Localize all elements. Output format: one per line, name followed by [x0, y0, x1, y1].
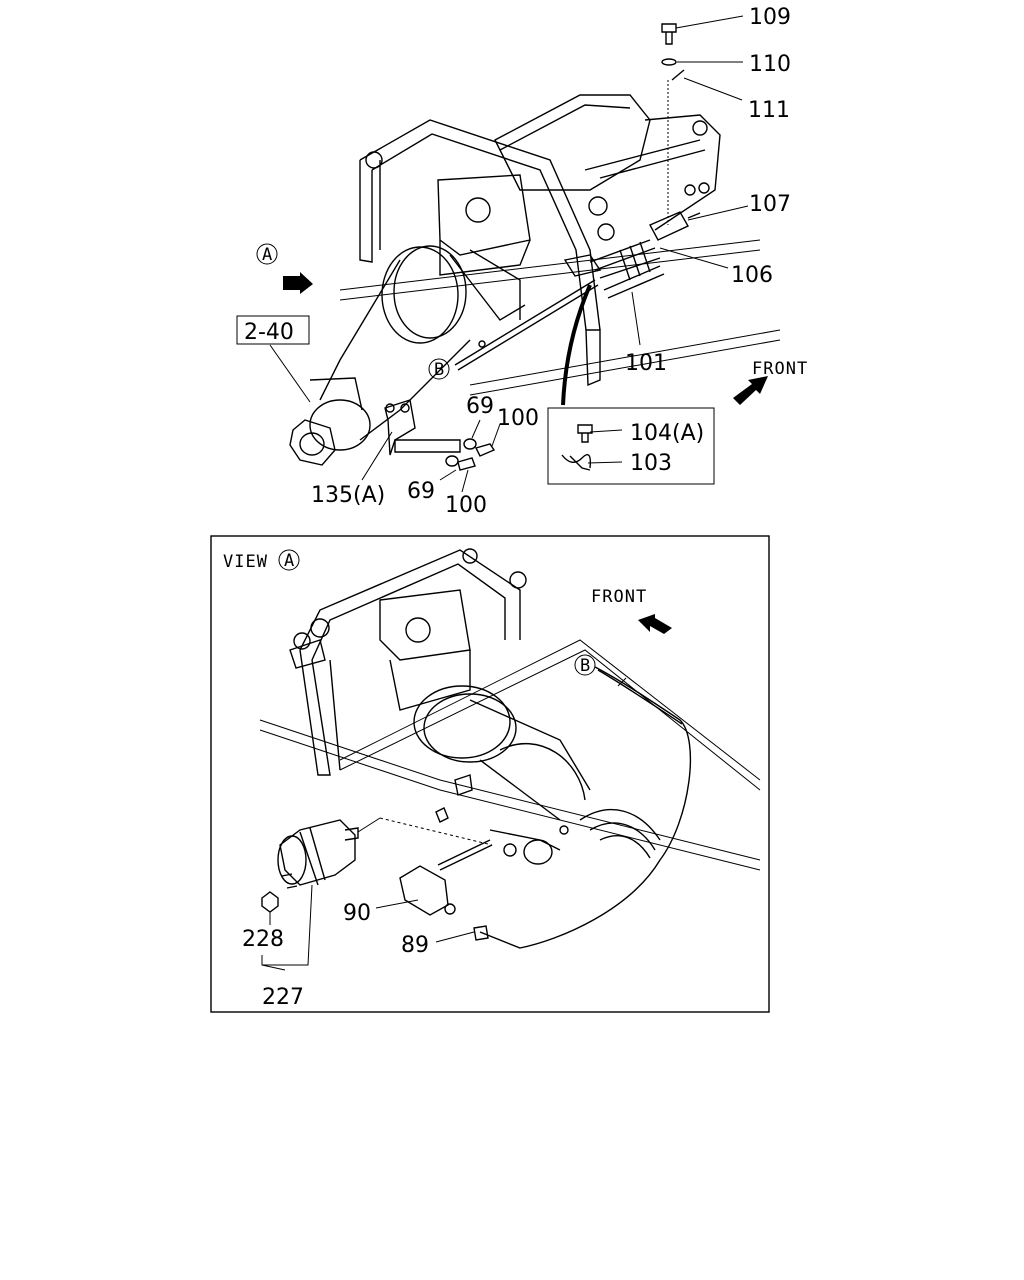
circle-marker-icon [278, 549, 300, 571]
front-label-view: FRONT [591, 587, 647, 607]
callout-104a: 104(A) [630, 421, 704, 446]
marker-a-top: A [262, 245, 273, 265]
view-a-panel [210, 535, 770, 1013]
callout-111: 111 [748, 98, 790, 123]
callout-109: 109 [749, 5, 791, 30]
ref-box-2-40 [236, 315, 310, 345]
callout-100-upper: 100 [497, 406, 539, 431]
arrow-icon [638, 614, 672, 634]
callout-106: 106 [731, 263, 773, 288]
callout-69-lower: 69 [407, 479, 435, 504]
callout-101: 101 [625, 351, 667, 376]
callout-107: 107 [749, 192, 791, 217]
front-label-top: FRONT [752, 359, 808, 379]
callout-227: 227 [262, 985, 304, 1010]
marker-a-view: A [284, 551, 295, 571]
view-a-drawing [259, 548, 761, 949]
clip-detail-inset [547, 407, 715, 485]
leader-lines-top [269, 15, 749, 493]
leader-lines-view [261, 884, 475, 971]
arrow-icon [283, 272, 313, 294]
callout-228: 228 [242, 927, 284, 952]
marker-b-top: B [434, 360, 445, 380]
circle-marker-icon [574, 654, 596, 676]
callout-135a: 135(A) [311, 483, 385, 508]
marker-b-view: B [580, 656, 591, 676]
callout-110: 110 [749, 52, 791, 77]
arrow-icon [733, 376, 768, 405]
top-assembly-drawing [289, 23, 781, 471]
callout-90: 90 [343, 901, 371, 926]
callout-100-lower: 100 [445, 493, 487, 518]
callout-69-upper: 69 [466, 394, 494, 419]
view-label: VIEW [223, 552, 268, 572]
callout-89: 89 [401, 933, 429, 958]
ref-2-40-label: 2-40 [244, 320, 294, 345]
callout-103: 103 [630, 451, 672, 476]
circle-marker-icon [428, 358, 450, 380]
circle-marker-icon [256, 243, 278, 265]
